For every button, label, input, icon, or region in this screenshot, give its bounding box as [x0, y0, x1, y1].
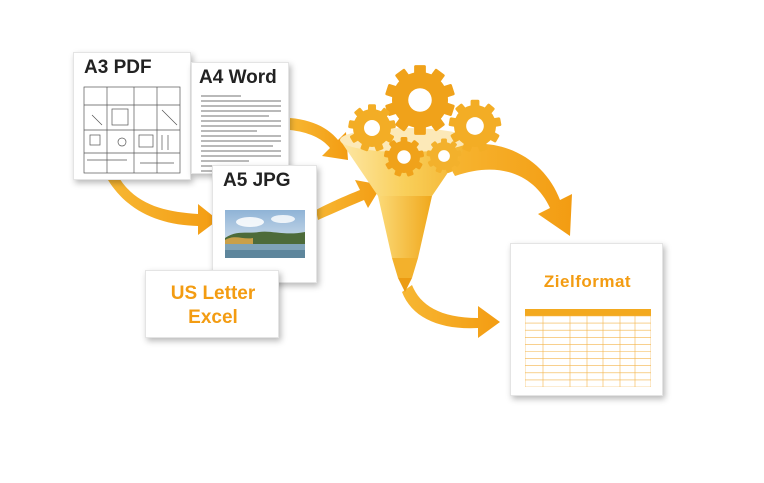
gear-icon: [426, 138, 462, 173]
document-a3-pdf: A3 PDF: [73, 52, 191, 180]
arrow-icon: [402, 285, 500, 338]
us-letter-label: US Letter: [170, 283, 256, 304]
table-grid: [525, 309, 651, 387]
document-zielformat: Zielformat: [510, 243, 663, 396]
floorplan-drawing: [83, 86, 181, 174]
landscape-photo: [225, 210, 305, 258]
arrow-icon: [108, 176, 218, 235]
gear-icon: [385, 65, 455, 135]
arrow-icon: [316, 180, 382, 220]
document-a4-word: A4 Word: [191, 62, 289, 174]
document-us-letter-excel: US Letter Excel: [145, 270, 279, 338]
gear-icon: [383, 137, 425, 177]
text-lines: [201, 95, 281, 175]
document-a5-jpg: A5 JPG: [212, 165, 317, 283]
arrow-icon: [440, 143, 572, 236]
gear-icon: [348, 104, 396, 152]
document-label: A4 Word: [199, 67, 277, 88]
excel-label: Excel: [188, 307, 238, 328]
gear-icon: [448, 99, 502, 152]
zielformat-label: Zielformat: [543, 272, 632, 291]
document-label: A3 PDF: [84, 57, 152, 78]
arrow-icon: [290, 118, 348, 160]
document-label: A5 JPG: [223, 170, 291, 191]
